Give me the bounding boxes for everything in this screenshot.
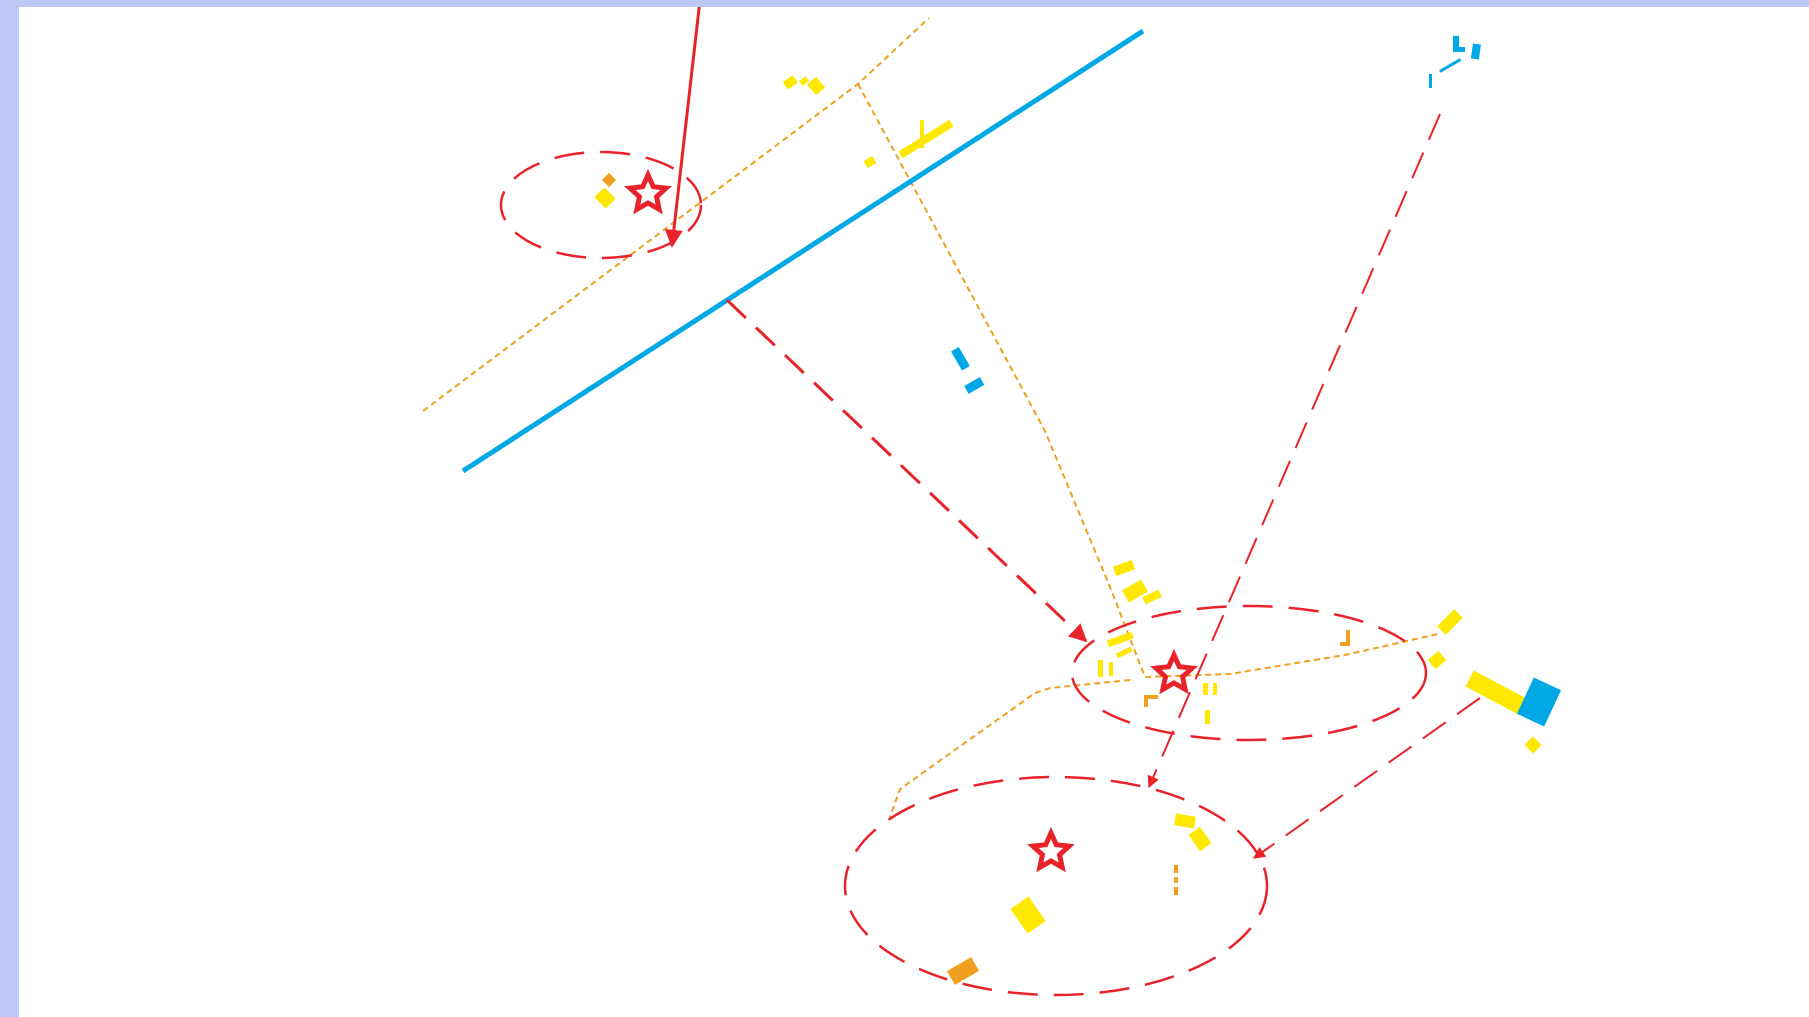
feature-yellow[interactable] bbox=[1142, 589, 1162, 605]
star-marker-south[interactable] bbox=[1027, 826, 1075, 873]
feature-blue[interactable] bbox=[1470, 43, 1481, 60]
boundaries bbox=[422, 17, 1439, 818]
routes bbox=[664, 7, 1481, 859]
feature-blue[interactable] bbox=[951, 346, 970, 371]
boundary-dotted-south bbox=[889, 679, 1131, 818]
route-arrow-double[interactable] bbox=[725, 298, 1088, 643]
feature-yellow[interactable] bbox=[1188, 826, 1212, 852]
feature-yellow[interactable] bbox=[1465, 670, 1529, 716]
feature-yellow[interactable] bbox=[1174, 813, 1196, 829]
feature-yellow[interactable] bbox=[1213, 683, 1217, 695]
feature-blue[interactable] bbox=[1516, 677, 1562, 727]
feature-blue[interactable] bbox=[1453, 36, 1459, 52]
feature-yellow[interactable] bbox=[1203, 683, 1208, 695]
zone-ellipse-east[interactable] bbox=[1070, 604, 1428, 742]
feature-yellow[interactable] bbox=[1109, 662, 1113, 676]
features-yellow bbox=[594, 75, 1542, 934]
feature-yellow[interactable] bbox=[920, 120, 924, 148]
star-marker-northwest[interactable] bbox=[624, 168, 672, 215]
feature-yellow[interactable] bbox=[1524, 736, 1542, 754]
feature-yellow[interactable] bbox=[799, 76, 809, 86]
feature-yellow[interactable] bbox=[594, 187, 616, 209]
feature-yellow[interactable] bbox=[1427, 650, 1447, 670]
feature-yellow[interactable] bbox=[1205, 710, 1210, 724]
star-outline-icon bbox=[1027, 826, 1075, 873]
feature-yellow[interactable] bbox=[898, 119, 954, 159]
route-arrow-from-north[interactable] bbox=[1147, 113, 1441, 789]
window-frame-top bbox=[0, 0, 1809, 7]
feature-yellow[interactable] bbox=[863, 156, 877, 168]
route-arrow-double-upper[interactable] bbox=[664, 7, 701, 248]
markers bbox=[624, 168, 1198, 873]
features-orange bbox=[601, 172, 1350, 985]
feature-yellow[interactable] bbox=[806, 76, 826, 96]
feature-orange[interactable] bbox=[1174, 877, 1178, 883]
feature-orange[interactable] bbox=[1346, 630, 1350, 646]
star-outline-icon bbox=[1150, 648, 1198, 695]
feature-yellow[interactable] bbox=[1010, 896, 1046, 934]
feature-yellow[interactable] bbox=[1121, 579, 1149, 603]
feature-yellow[interactable] bbox=[1437, 609, 1463, 635]
feature-blue[interactable] bbox=[1439, 58, 1462, 73]
feature-blue[interactable] bbox=[964, 377, 985, 394]
map-svg bbox=[422, 7, 1562, 997]
star-outline-icon bbox=[624, 168, 672, 215]
window-frame-left bbox=[0, 0, 19, 1017]
link-line-blue[interactable] bbox=[461, 28, 1145, 474]
map-canvas[interactable] bbox=[19, 7, 1809, 1017]
feature-orange[interactable] bbox=[1340, 642, 1350, 646]
feature-yellow[interactable] bbox=[782, 75, 798, 90]
feature-orange[interactable] bbox=[1144, 695, 1148, 707]
feature-yellow[interactable] bbox=[1098, 660, 1103, 677]
feature-orange[interactable] bbox=[1144, 695, 1158, 699]
zone-ellipse-south[interactable] bbox=[843, 775, 1269, 997]
boundary-dotted-central bbox=[857, 83, 1439, 679]
route-arrow-from-east[interactable] bbox=[1253, 697, 1481, 859]
feature-orange[interactable] bbox=[1174, 865, 1178, 873]
feature-yellow[interactable] bbox=[1106, 631, 1134, 648]
feature-orange[interactable] bbox=[946, 957, 980, 985]
feature-blue[interactable] bbox=[1429, 74, 1432, 88]
feature-yellow[interactable] bbox=[1112, 559, 1136, 577]
star-marker-east[interactable] bbox=[1150, 648, 1198, 695]
feature-orange[interactable] bbox=[601, 172, 617, 188]
zones bbox=[499, 150, 1428, 997]
feature-blue[interactable] bbox=[1453, 47, 1465, 52]
feature-yellow[interactable] bbox=[1115, 646, 1133, 659]
feature-orange[interactable] bbox=[1174, 887, 1178, 895]
zone-ellipse-northwest[interactable] bbox=[499, 150, 703, 260]
features-blue bbox=[951, 36, 1562, 727]
